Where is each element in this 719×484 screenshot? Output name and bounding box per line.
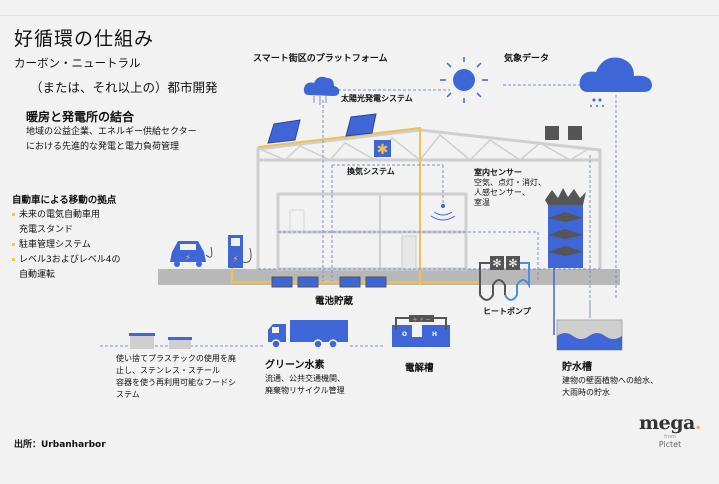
chimney-icons [545,126,582,140]
roof-truss [261,133,591,162]
water-tank-section: 貯水槽 建物の壁面植物への給水、 大雨時の貯水 [562,358,658,399]
mobility-item: 駐車管理システム [12,238,120,253]
svg-text:O: O [402,331,407,338]
battery-storage-label: 電池貯蔵 [315,296,354,307]
food-line: ステム [116,390,140,399]
sun-icon [440,57,488,103]
mobility-item-cont: 自動運転 [19,270,56,280]
sensors-section: 室内センサー 空気、点灯・消灯、 人感センサー、 室温 [474,167,546,208]
svg-text:H: H [432,331,437,338]
ventilation-fan-icon: ✱ [374,140,391,158]
solar-system-label: 太陽光発電システム [341,94,413,103]
source-credit: 出所：Urbanharbor [14,440,106,450]
hydrogen-heading: グリーン水素 [265,360,325,371]
food-line: 使い捨てプラスチックの使用を廃 [116,354,236,363]
sensors-heading: 室内センサー [474,168,522,177]
logo-mega: mega. [639,412,701,434]
logo-from: from [664,434,676,440]
heating-section: 暖房と発電所の結合 地域の公益企業、エネルギー供給セクター における先進的な発電… [26,108,197,155]
charging-station-icon: ⚡ [228,235,252,268]
weather-data-label: 気象データ [504,54,550,64]
water-tank-icon [556,319,623,351]
smart-platform-cloud-icon [303,76,340,105]
green-wall-icon [545,188,586,268]
hydrogen-line: 廃棄物リサイクル管理 [265,386,345,395]
door [289,209,305,233]
food-container-icons [129,333,192,349]
electric-car-icon: ⚡ [170,241,213,267]
electrolyzer-label: 電解槽 [405,363,434,374]
power-line-roof [257,126,421,285]
sensor-wifi-icon [430,204,456,221]
mobility-section: 自動車による移動の拠点 未来の電気自動車用 充電スタンド 駐車管理システム レベ… [12,192,120,283]
logo-pictet: Pictet [658,440,682,449]
food-section: 使い捨てプラスチックの使用を廃 止し、ステンレス・スチール 容器を使う再利用可能… [116,353,236,401]
solar-panel-icon [267,113,377,144]
subtitle-line2: （または、それ以上の）都市開発 [30,80,218,95]
svg-text:✱: ✱ [377,142,389,158]
water-tank-line: 建物の壁面植物への給水、 [562,376,658,385]
top-divider [0,15,719,16]
mobility-item-cont: 充電スタンド [19,225,74,235]
heating-line: 地域の公益企業、エネルギー供給セクター [26,127,197,137]
heat-pump-label: ヒートポンプ [483,307,531,316]
svg-text:✻: ✻ [492,257,501,270]
sensors-line: 室温 [474,198,490,207]
page-title: 好循環の仕組み [14,28,155,50]
svg-text:+ ⚡ −: + ⚡ − [412,317,430,324]
stairs [401,235,417,270]
power-line-underground [231,268,480,283]
mega-pictet-logo: mega. from Pictet [637,412,703,449]
mobility-item: 未来の電気自動車用 [12,208,120,223]
water-tank-heading: 貯水槽 [562,362,592,373]
heat-pump-icon: ✻ ✻ [479,256,530,301]
heating-heading: 暖房と発電所の結合 [26,110,135,124]
mobility-heading: 自動車による移動の拠点 [12,195,117,206]
svg-text:⚡: ⚡ [232,255,238,265]
heating-line: における先進的な発電と電力負荷管理 [26,142,180,152]
sensors-line: 空気、点灯・消灯、 [474,178,546,187]
battery-storage-icons [271,276,387,288]
mobility-item: レベル3およびレベル4の [12,253,120,268]
sensors-line: 人感センサー、 [474,188,530,197]
smart-platform-label: スマート街区のプラットフォーム [253,54,388,64]
svg-text:⚡: ⚡ [185,253,191,262]
food-line: 止し、ステンレス・スチール [116,366,220,375]
weather-cloud-icon [579,57,652,107]
electrolyzer-icon: + ⚡ − O H [392,315,450,347]
hydrogen-section: グリーン水素 流通、公共交通機関、 廃棄物リサイクル管理 [265,356,345,397]
food-line: 容器を使う再利用可能なフードシ [116,378,236,387]
hydrogen-line: 流通、公共交通機関、 [265,374,345,383]
hydrogen-truck-icon [268,320,348,349]
water-tank-line: 大雨時の貯水 [562,388,610,397]
subtitle-line1: カーボン・ニュートラル [14,56,141,70]
ventilation-label: 換気システム [347,167,395,176]
svg-text:✻: ✻ [508,257,517,270]
